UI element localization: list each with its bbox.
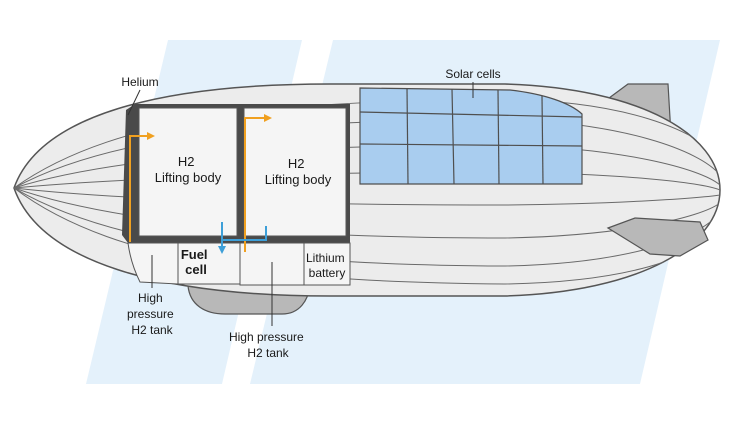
tank-left-label: High pressure H2 tank bbox=[127, 291, 177, 337]
lifting-body-1-compartment bbox=[138, 107, 238, 237]
leader-lines bbox=[127, 82, 474, 326]
solar-cells-label: Solar cells bbox=[445, 67, 500, 81]
lower-tail-fin bbox=[606, 217, 709, 257]
solar-panel-fill bbox=[359, 87, 583, 185]
fuel-cell-label: Fuel cell bbox=[181, 247, 211, 277]
tank-right-label: High pressure H2 tank bbox=[229, 330, 307, 360]
output-arrow-hook bbox=[222, 226, 267, 241]
h2-flow-arrow-left bbox=[129, 132, 155, 242]
lithium-battery-label: Lithium battery bbox=[306, 251, 348, 280]
solar-panel bbox=[359, 87, 583, 185]
lifting-body-2-label: H2 Lifting body bbox=[265, 156, 332, 187]
helium-label: Helium bbox=[121, 75, 158, 89]
h2-flow-arrow-right bbox=[244, 114, 272, 252]
lifting-body-1-label: H2 Lifting body bbox=[155, 154, 222, 185]
lifting-body-2-compartment bbox=[243, 107, 347, 237]
